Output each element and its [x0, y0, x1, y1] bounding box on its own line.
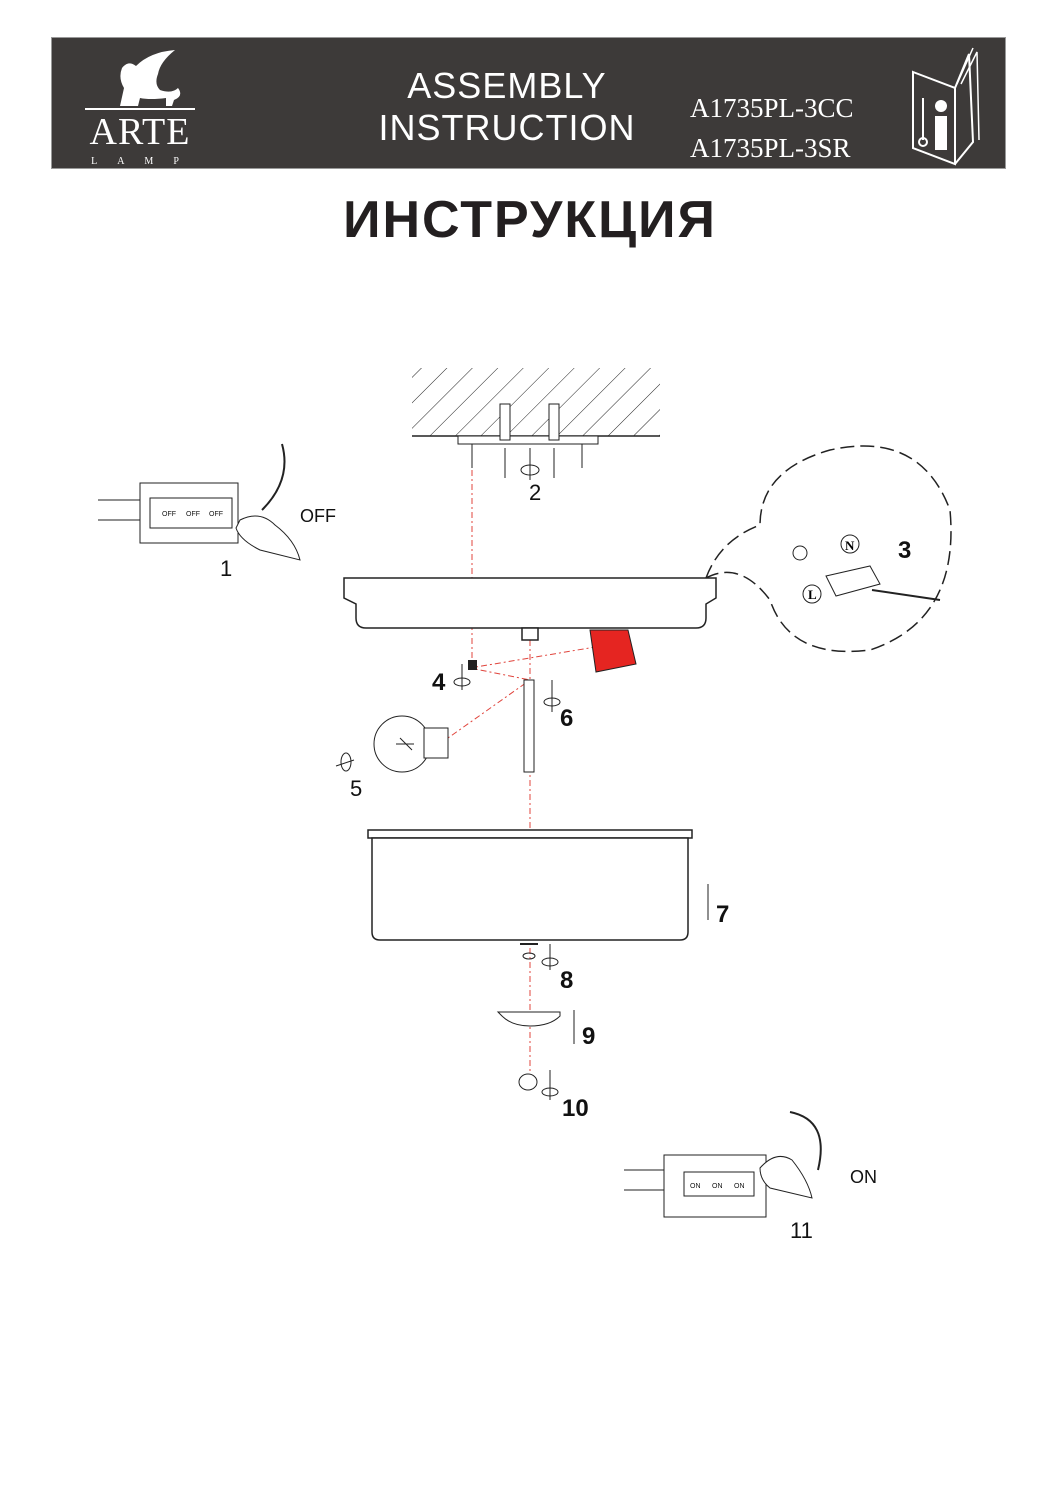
- rotate-arrow-icon: [335, 752, 355, 772]
- guide-lines: [447, 470, 626, 1080]
- rotate-arrow-icon: [453, 664, 471, 690]
- switch-label: OFF: [209, 511, 223, 518]
- ceiling-hatched: [412, 368, 660, 437]
- live-label: L: [808, 587, 817, 602]
- brand-logo: ARTE LAMP: [80, 48, 200, 167]
- title-line-1: ASSEMBLY: [407, 65, 607, 106]
- terminal-block: [792, 534, 941, 604]
- switch-label: ON: [734, 1183, 745, 1190]
- rotate-arrow-icon: [541, 944, 559, 970]
- step-number: 6: [560, 705, 573, 732]
- rotate-arrow-icon: [543, 680, 561, 712]
- switch-label: ON: [712, 1183, 723, 1190]
- step-number: 7: [716, 901, 729, 928]
- lamp-base-plate: [343, 577, 717, 641]
- rotate-arrow-icon: [520, 448, 540, 480]
- winged-lion-icon: [85, 50, 195, 110]
- terminal-block-highlight: [589, 629, 637, 673]
- header-banner: ARTE LAMP ASSEMBLY INSTRUCTION A1735PL-3…: [51, 37, 1006, 169]
- nut-icon: [522, 952, 536, 960]
- step-number: 10: [562, 1095, 589, 1122]
- switch-label: ON: [690, 1183, 701, 1190]
- step-number: 3: [898, 537, 911, 564]
- wall-switch-on: ON ON ON: [624, 1111, 822, 1218]
- brand-subtitle: LAMP: [91, 156, 199, 167]
- neutral-label: N: [845, 538, 855, 553]
- step-label-off: OFF: [300, 506, 336, 526]
- info-book-icon: [912, 47, 980, 166]
- brand-name: ARTE: [89, 111, 191, 153]
- lamp-shade: [367, 829, 693, 941]
- switch-label: OFF: [186, 511, 200, 518]
- step-number: 8: [560, 967, 573, 994]
- model-number: A1735PL-3SR: [690, 133, 851, 163]
- decorative-cap: [496, 1011, 561, 1027]
- wiring-detail-bubble: [705, 445, 952, 653]
- step-number: 11: [790, 1218, 813, 1243]
- model-numbers: A1735PL-3CC A1735PL-3SR: [690, 88, 854, 168]
- mounting-bracket: [457, 403, 599, 478]
- document-title: ASSEMBLY INSTRUCTION: [352, 65, 662, 149]
- model-number: A1735PL-3CC: [690, 93, 854, 123]
- nut-icon: [468, 660, 477, 670]
- threaded-rod: [523, 679, 535, 773]
- step-label-on: ON: [850, 1167, 877, 1187]
- light-bulb: [373, 715, 449, 773]
- step-number: 1: [220, 556, 232, 581]
- rotate-arrow-icon: [541, 1070, 559, 1100]
- switch-label: OFF: [162, 511, 176, 518]
- step-number: 9: [582, 1023, 595, 1050]
- step-number: 2: [529, 480, 541, 505]
- step-number: 5: [350, 776, 362, 801]
- wall-switch-off: OFF OFF OFF: [98, 443, 301, 561]
- finial-knob: [518, 1073, 538, 1091]
- title-line-2: INSTRUCTION: [378, 107, 636, 148]
- page-title: ИНСТРУКЦИЯ: [343, 191, 717, 249]
- step-number: 4: [432, 669, 446, 696]
